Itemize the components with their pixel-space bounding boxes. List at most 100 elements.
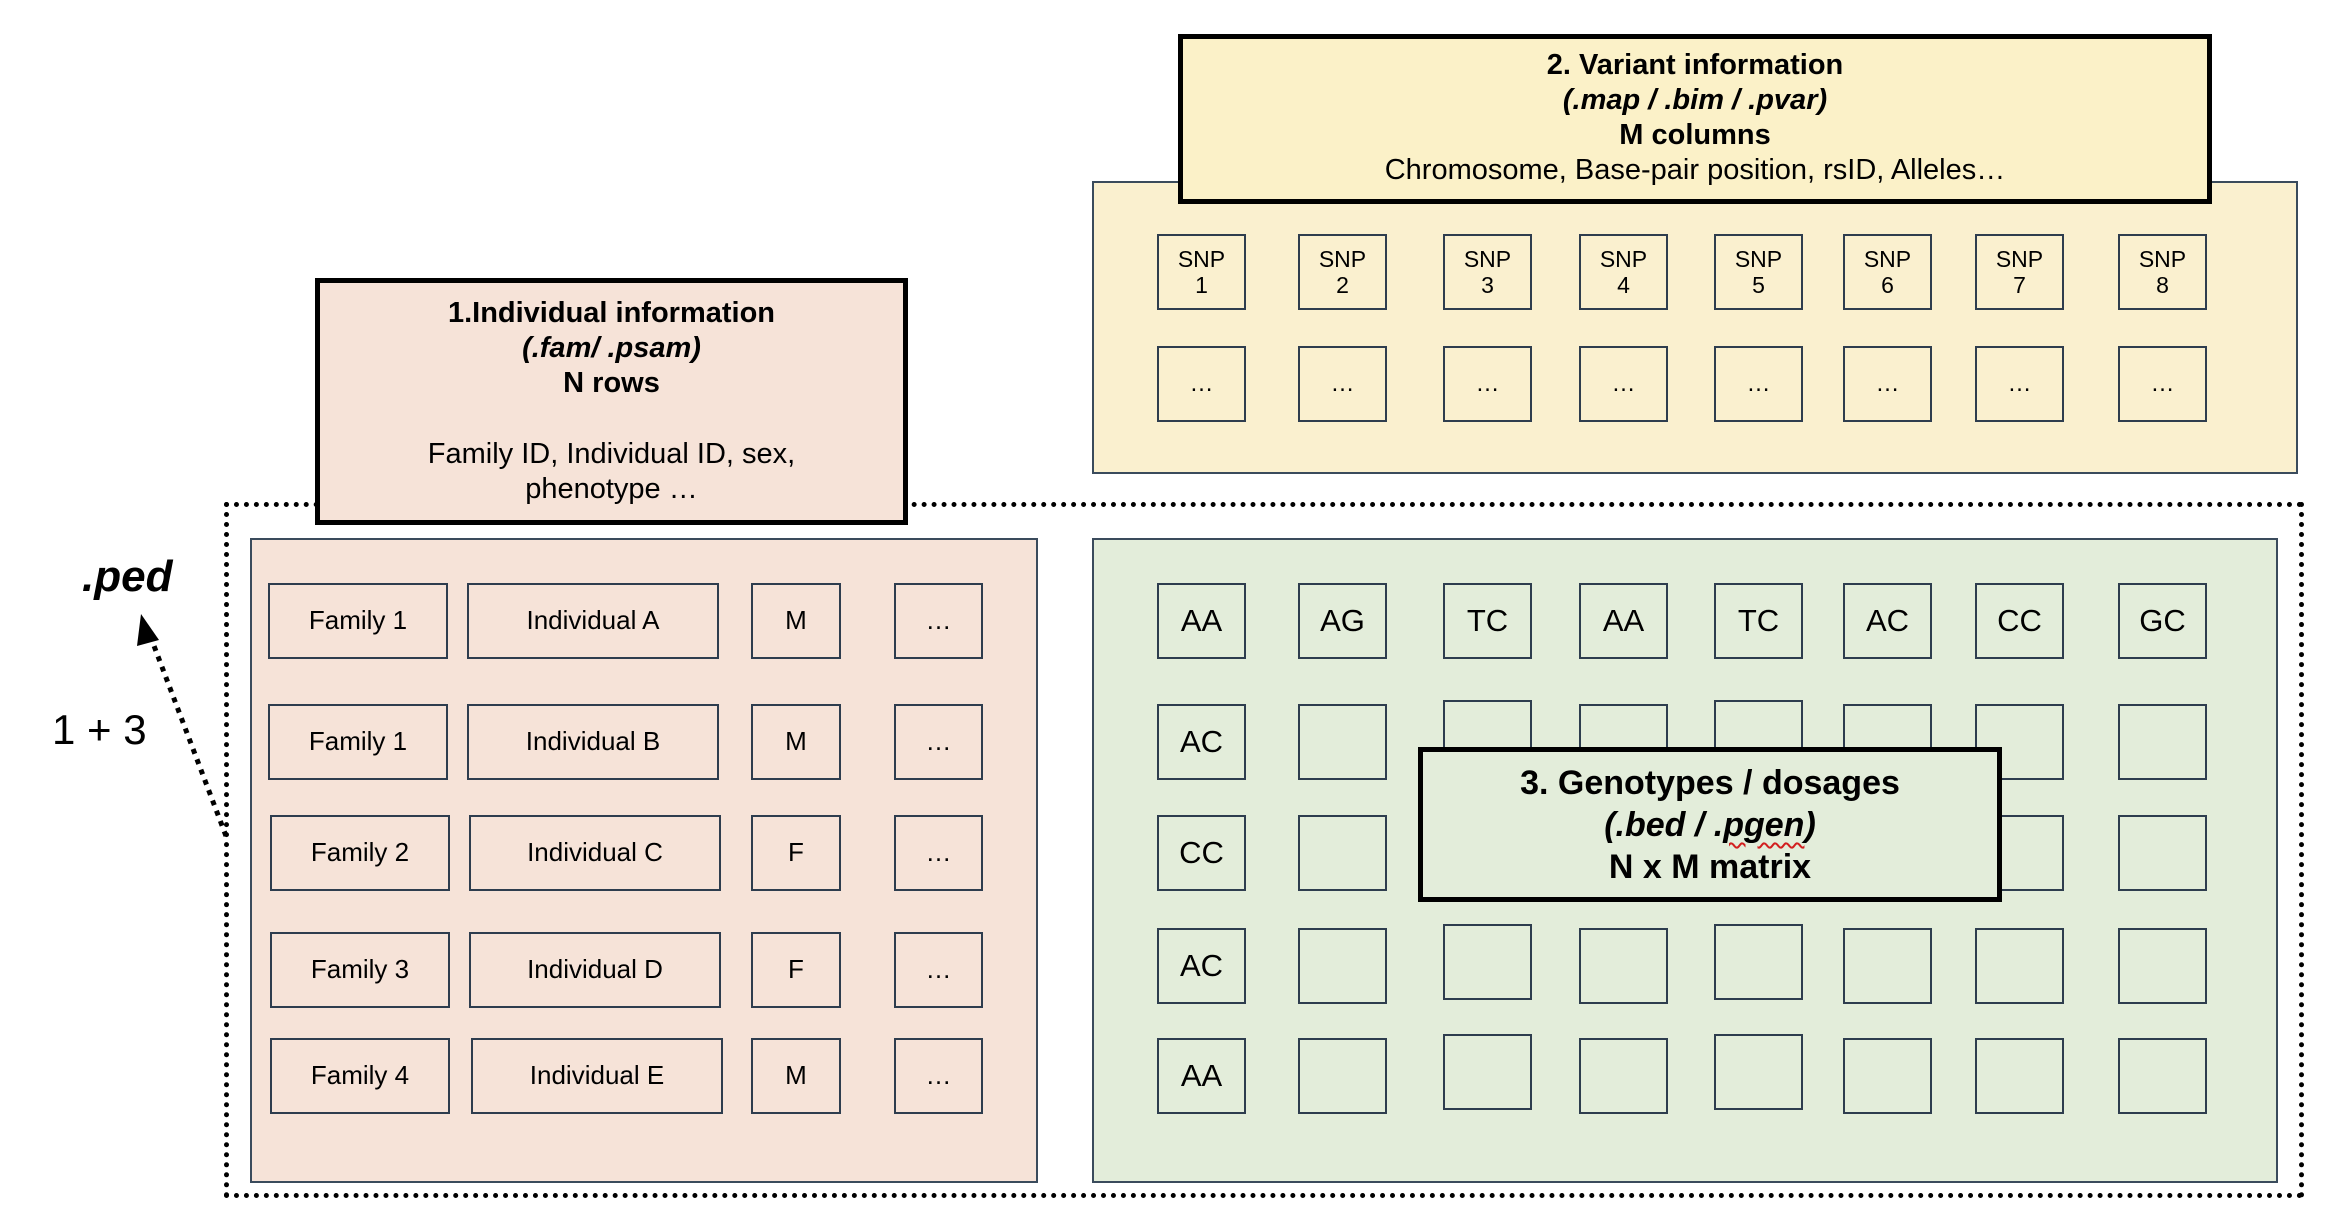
genotype-cell: AA bbox=[1157, 1038, 1246, 1114]
genotype-label: 3. Genotypes / dosages (.bed / .pgen) N … bbox=[1418, 747, 2002, 902]
genotype-cell-empty bbox=[1843, 1038, 1932, 1114]
genotype-cell: GC bbox=[2118, 583, 2207, 659]
individual-cell: Individual C bbox=[469, 815, 721, 891]
snp-more-cell: … bbox=[1975, 346, 2064, 422]
genotype-cell-text: AC bbox=[1865, 603, 1910, 639]
sex-cell-text: M bbox=[785, 1060, 807, 1091]
genotype-cell: TC bbox=[1443, 583, 1532, 659]
genotype-cell-text: TC bbox=[1466, 603, 1509, 639]
genotype-formats-suffix: ) bbox=[1804, 806, 1816, 844]
genotype-cell-empty bbox=[2118, 928, 2207, 1004]
snp-more-cell-text: … bbox=[2007, 370, 2032, 398]
family-cell-text: Family 1 bbox=[308, 605, 408, 636]
genotype-cell-empty bbox=[1298, 1038, 1387, 1114]
sex-cell-text: M bbox=[785, 605, 807, 636]
genotype-cell-text: AA bbox=[1602, 603, 1645, 639]
variant-info-dimension: M columns bbox=[1619, 119, 1771, 151]
snp-more-cell-text: … bbox=[1475, 370, 1500, 398]
genotype-cell-empty bbox=[1298, 704, 1387, 780]
ped-label: .ped bbox=[82, 552, 173, 601]
snp-header-cell-text-1: SNP bbox=[1734, 245, 1783, 272]
genotype-cell: AA bbox=[1579, 583, 1668, 659]
genotype-cell: AG bbox=[1298, 583, 1387, 659]
snp-more-cell: … bbox=[1157, 346, 1246, 422]
genotype-cell-empty bbox=[1579, 928, 1668, 1004]
more-cell: … bbox=[894, 583, 983, 659]
genotype-cell-empty bbox=[1298, 815, 1387, 891]
family-cell: Family 2 bbox=[270, 815, 450, 891]
sex-cell-text: F bbox=[788, 954, 804, 985]
snp-header-cell-text-1: SNP bbox=[1995, 245, 2044, 272]
genotype-cell-text: AG bbox=[1320, 603, 1365, 639]
individual-cell-text: Individual B bbox=[525, 726, 661, 757]
genotype-cell: CC bbox=[1975, 583, 2064, 659]
individual-cell-text: Individual C bbox=[527, 837, 663, 868]
sex-cell: F bbox=[751, 815, 841, 891]
genotype-cell-text: AA bbox=[1180, 603, 1223, 639]
snp-header-cell-text-2: 5 bbox=[1752, 272, 1765, 298]
genotype-cell: AC bbox=[1157, 928, 1246, 1004]
genotype-cell-empty bbox=[1443, 924, 1532, 1000]
snp-more-cell-text: … bbox=[2150, 370, 2175, 398]
snp-more-cell: … bbox=[1298, 346, 1387, 422]
snp-header-cell-text-1: SNP bbox=[1463, 245, 1512, 272]
genotype-formats-pgen: pgen bbox=[1723, 806, 1805, 844]
sex-cell-text: M bbox=[785, 726, 807, 757]
genotype-cell-empty bbox=[1975, 704, 2064, 780]
snp-header-cell-text-2: 6 bbox=[1881, 272, 1894, 298]
snp-header-cell-text-2: 2 bbox=[1336, 272, 1349, 298]
more-cell-text: … bbox=[925, 954, 952, 985]
variant-info-formats: (.map / .bim / .pvar) bbox=[1562, 84, 1828, 116]
genotype-cell-empty bbox=[1298, 928, 1387, 1004]
more-cell-text: … bbox=[925, 605, 952, 636]
family-cell-text: Family 2 bbox=[310, 837, 410, 868]
genotype-cell-empty bbox=[2118, 704, 2207, 780]
ped-arrow-line bbox=[145, 629, 229, 837]
more-cell: … bbox=[894, 815, 983, 891]
family-cell-text: Family 1 bbox=[308, 726, 408, 757]
individual-cell-text: Individual A bbox=[526, 605, 660, 636]
genotype-cell-text: TC bbox=[1737, 603, 1780, 639]
more-cell: … bbox=[894, 704, 983, 780]
more-cell: … bbox=[894, 1038, 983, 1114]
sex-cell: F bbox=[751, 932, 841, 1008]
genotype-cell: AC bbox=[1843, 583, 1932, 659]
genotype-cell-text: AC bbox=[1179, 724, 1224, 760]
genotype-cell-empty bbox=[1975, 1038, 2064, 1114]
more-cell: … bbox=[894, 932, 983, 1008]
snp-more-cell-text: … bbox=[1189, 370, 1214, 398]
family-cell-text: Family 3 bbox=[310, 954, 410, 985]
genotype-cell-text: AC bbox=[1179, 948, 1224, 984]
genotype-cell-text: GC bbox=[2139, 603, 2186, 639]
genotype-formats-prefix: (.bed / . bbox=[1604, 806, 1724, 844]
genotype-cell: CC bbox=[1157, 815, 1246, 891]
snp-more-cell: … bbox=[1843, 346, 1932, 422]
genotype-cell-text: CC bbox=[1179, 835, 1224, 871]
genotype-cell-empty bbox=[2118, 1038, 2207, 1114]
variant-info-fields: Chromosome, Base-pair position, rsID, Al… bbox=[1384, 154, 2006, 186]
genotype-cell: AC bbox=[1157, 704, 1246, 780]
snp-header-cell-text-1: SNP bbox=[1863, 245, 1912, 272]
genotype-cell-text: CC bbox=[1997, 603, 2042, 639]
snp-more-cell-text: … bbox=[1611, 370, 1636, 398]
snp-header-cell-text-2: 8 bbox=[2156, 272, 2169, 298]
genotype-cell-empty bbox=[1714, 924, 1803, 1000]
snp-header-cell-text-1: SNP bbox=[1318, 245, 1367, 272]
snp-header-cell-text-2: 4 bbox=[1617, 272, 1630, 298]
sex-cell: M bbox=[751, 583, 841, 659]
family-cell: Family 1 bbox=[268, 583, 448, 659]
genotype-cell: AA bbox=[1157, 583, 1246, 659]
snp-more-cell: … bbox=[1579, 346, 1668, 422]
more-cell-text: … bbox=[925, 1060, 952, 1091]
snp-header-cell-text-2: 3 bbox=[1481, 272, 1494, 298]
genotype-cell-empty bbox=[1843, 928, 1932, 1004]
variant-info-title: 2. Variant information bbox=[1546, 49, 1844, 81]
